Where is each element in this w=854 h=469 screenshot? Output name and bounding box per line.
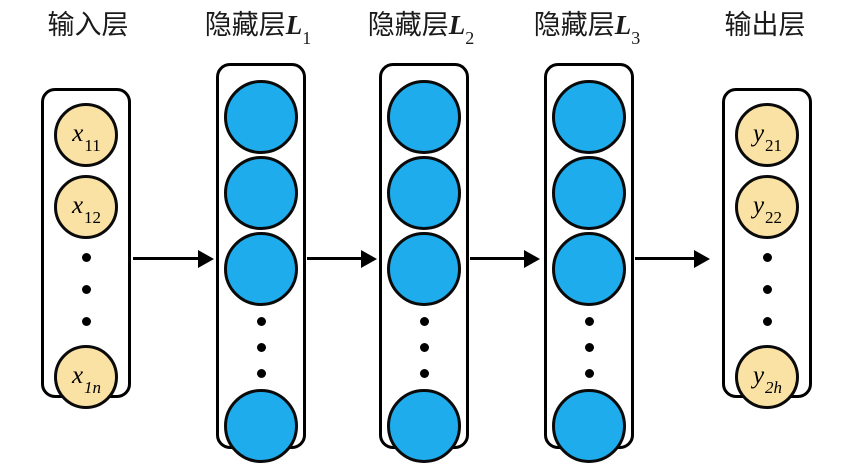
input-node-x11: x11 <box>54 103 118 167</box>
arrow-hidden2-to-hidden3-head <box>524 249 540 268</box>
input-node-x11-label: x11 <box>72 119 100 154</box>
input-layer-ellipsis-dot <box>82 317 91 326</box>
hidden-layer-3-title-subscript: 3 <box>631 28 641 49</box>
arrow-hidden1-to-hidden2-shaft <box>307 257 362 260</box>
input-layer-title: 输入层 <box>18 6 158 44</box>
input-node-x1n-label: x1n <box>71 361 101 396</box>
hidden-layer-3-title-symbol: L <box>614 10 632 40</box>
output-node-y22-label: y22 <box>752 191 782 226</box>
hidden-layer-1-node-3 <box>224 232 298 306</box>
hidden-layer-3-ellipsis-dot <box>585 369 594 378</box>
input-node-x11-sub: 11 <box>84 135 101 155</box>
output-node-y21-base: y <box>752 119 765 147</box>
input-node-x1n-sub: 1n <box>84 377 102 397</box>
hidden-layer-1-title-symbol: L <box>285 10 303 40</box>
hidden-layer-2-node-2 <box>387 156 461 230</box>
hidden-layer-1-node-1 <box>224 80 298 154</box>
arrow-hidden2-to-hidden3-shaft <box>470 257 525 260</box>
input-node-x12-sub: 12 <box>84 207 102 227</box>
hidden-layer-2-title: 隐藏层L2 <box>341 6 501 53</box>
output-node-y21-sub: 21 <box>765 135 783 155</box>
hidden-layer-1-node-2 <box>224 156 298 230</box>
input-node-x1n: x1n <box>54 345 118 409</box>
hidden-layer-3-node-1 <box>552 80 626 154</box>
output-node-y21-label: y21 <box>752 119 782 154</box>
output-layer-ellipsis-dot <box>763 285 772 294</box>
arrow-input-to-hidden1-head <box>198 249 214 268</box>
hidden-layer-1-ellipsis-dot <box>257 317 266 326</box>
arrow-hidden1-to-hidden2-head <box>361 249 377 268</box>
hidden-layer-2-node-1 <box>387 80 461 154</box>
output-node-y2h: y2h <box>735 345 799 409</box>
hidden-layer-1-title-subscript: 1 <box>302 28 312 49</box>
hidden-layer-2-title-subscript: 2 <box>465 28 475 49</box>
hidden-layer-3-ellipsis-dot <box>585 343 594 352</box>
input-layer-ellipsis-dot <box>82 253 91 262</box>
arrow-hidden3-to-output-shaft <box>635 257 695 260</box>
input-layer-title-text: 输入层 <box>47 10 129 40</box>
input-layer-ellipsis-dot <box>82 285 91 294</box>
hidden-layer-2-title-cjk: 隐藏层 <box>367 10 449 40</box>
hidden-layer-3-node-last <box>552 389 626 463</box>
hidden-layer-2-node-last <box>387 389 461 463</box>
output-node-y22-sub: 22 <box>765 207 783 227</box>
output-node-y2h-base: y <box>752 361 765 389</box>
hidden-layer-1-title-cjk: 隐藏层 <box>204 10 286 40</box>
hidden-layer-3-node-2 <box>552 156 626 230</box>
output-node-y21: y21 <box>735 103 799 167</box>
output-node-y22-base: y <box>752 191 765 219</box>
hidden-layer-3-title: 隐藏层L3 <box>507 6 667 53</box>
output-layer-title-text: 输出层 <box>724 10 806 40</box>
hidden-layer-2-ellipsis-dot <box>420 343 429 352</box>
hidden-layer-2-ellipsis-dot <box>420 369 429 378</box>
output-node-y2h-label: y2h <box>752 361 782 396</box>
output-layer-title: 输出层 <box>690 6 840 44</box>
hidden-layer-2-title-symbol: L <box>448 10 466 40</box>
hidden-layer-1-node-last <box>224 389 298 463</box>
hidden-layer-3-title-cjk: 隐藏层 <box>533 10 615 40</box>
hidden-layer-3-ellipsis-dot <box>585 317 594 326</box>
input-node-x1n-base: x <box>71 361 84 389</box>
input-node-x11-base: x <box>72 119 84 147</box>
input-node-x12-base: x <box>71 191 84 219</box>
hidden-layer-2-ellipsis-dot <box>420 317 429 326</box>
hidden-layer-1-ellipsis-dot <box>257 369 266 378</box>
hidden-layer-2-node-3 <box>387 232 461 306</box>
arrow-hidden3-to-output-head <box>694 249 710 268</box>
output-node-y22: y22 <box>735 175 799 239</box>
input-node-x12-label: x12 <box>71 191 101 226</box>
output-layer-ellipsis-dot <box>763 317 772 326</box>
hidden-layer-3-node-3 <box>552 232 626 306</box>
input-node-x12: x12 <box>54 175 118 239</box>
output-node-y2h-sub: 2h <box>765 377 783 397</box>
hidden-layer-1-title: 隐藏层L1 <box>178 6 338 53</box>
arrow-input-to-hidden1-shaft <box>133 257 199 260</box>
output-layer-ellipsis-dot <box>763 253 772 262</box>
hidden-layer-1-ellipsis-dot <box>257 343 266 352</box>
